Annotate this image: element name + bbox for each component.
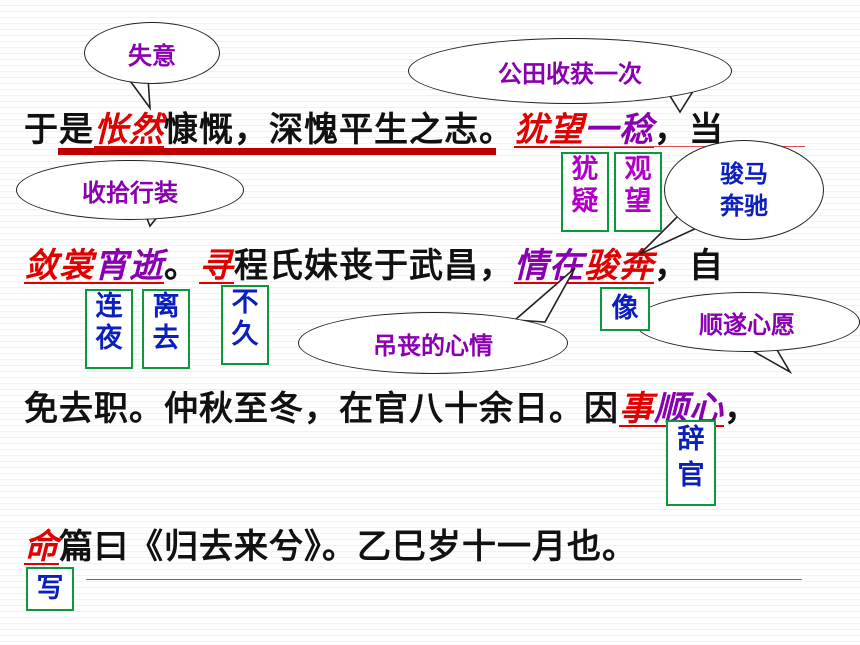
bubble-shiyi: 失意: [84, 22, 220, 84]
red-thick-rule: [58, 148, 496, 155]
text-segment: 慷慨，深愧平生之志。: [164, 110, 514, 150]
text-segment: 程氏妹丧于武昌，: [234, 246, 514, 286]
bubble-gongtian: 公田收获一次: [408, 38, 732, 104]
text-line-4: 命篇曰《归去来兮》。乙巳岁十一月也。: [24, 519, 637, 568]
keyword-red: 事: [619, 389, 654, 429]
gloss-lianye: 连 夜: [85, 289, 133, 369]
keyword-purple: 一稔: [584, 110, 654, 150]
text-segment: 于是: [24, 110, 94, 150]
gloss-xiang: 像: [600, 287, 650, 331]
bubble-junma: 骏马 奔驰: [664, 140, 824, 240]
text-line-3: 免去职。仲秋至冬，在官八十余日。因事顺心，: [24, 381, 759, 430]
gloss-ciguan: 辞 官: [666, 420, 716, 506]
keyword-red: 敛裳: [24, 246, 94, 286]
gloss-xie: 写: [26, 567, 74, 611]
bubble-shunsui: 顺遂心愿: [634, 292, 860, 352]
thin-rule-line1: [560, 146, 805, 147]
text-segment: ，自: [654, 246, 724, 286]
text-segment: 。: [164, 246, 199, 286]
keyword-red: 寻: [199, 246, 234, 286]
keyword-purple: 情在: [514, 246, 584, 286]
gloss-liqu: 离 去: [142, 289, 190, 369]
gloss-youyi: 犹 疑: [561, 152, 609, 232]
text-line-1: 于是怅然慷慨，深愧平生之志。犹望一稔，当: [24, 102, 724, 151]
text-segment: 免去职。仲秋至冬，在官八十余日。因: [24, 389, 619, 429]
keyword-red: 命: [24, 527, 59, 567]
gloss-bujiu: 不 久: [221, 285, 269, 365]
gloss-guanwang: 观 望: [614, 152, 662, 232]
text-segment: 篇曰《归去来兮》。乙巳岁十一月也。: [59, 527, 637, 567]
keyword-red: 犹望: [514, 110, 584, 150]
text-line-2: 敛裳宵逝。寻程氏妹丧于武昌，情在骏奔，自: [24, 238, 724, 287]
bubble-shoushi: 收拾行装: [16, 160, 244, 220]
keyword-red: 怅然: [94, 110, 164, 150]
text-segment: ，: [724, 389, 759, 429]
thin-rule-bottom: [86, 579, 802, 580]
keyword-purple: 宵逝: [94, 246, 164, 286]
bubble-diaosang: 吊丧的心情: [298, 312, 568, 374]
